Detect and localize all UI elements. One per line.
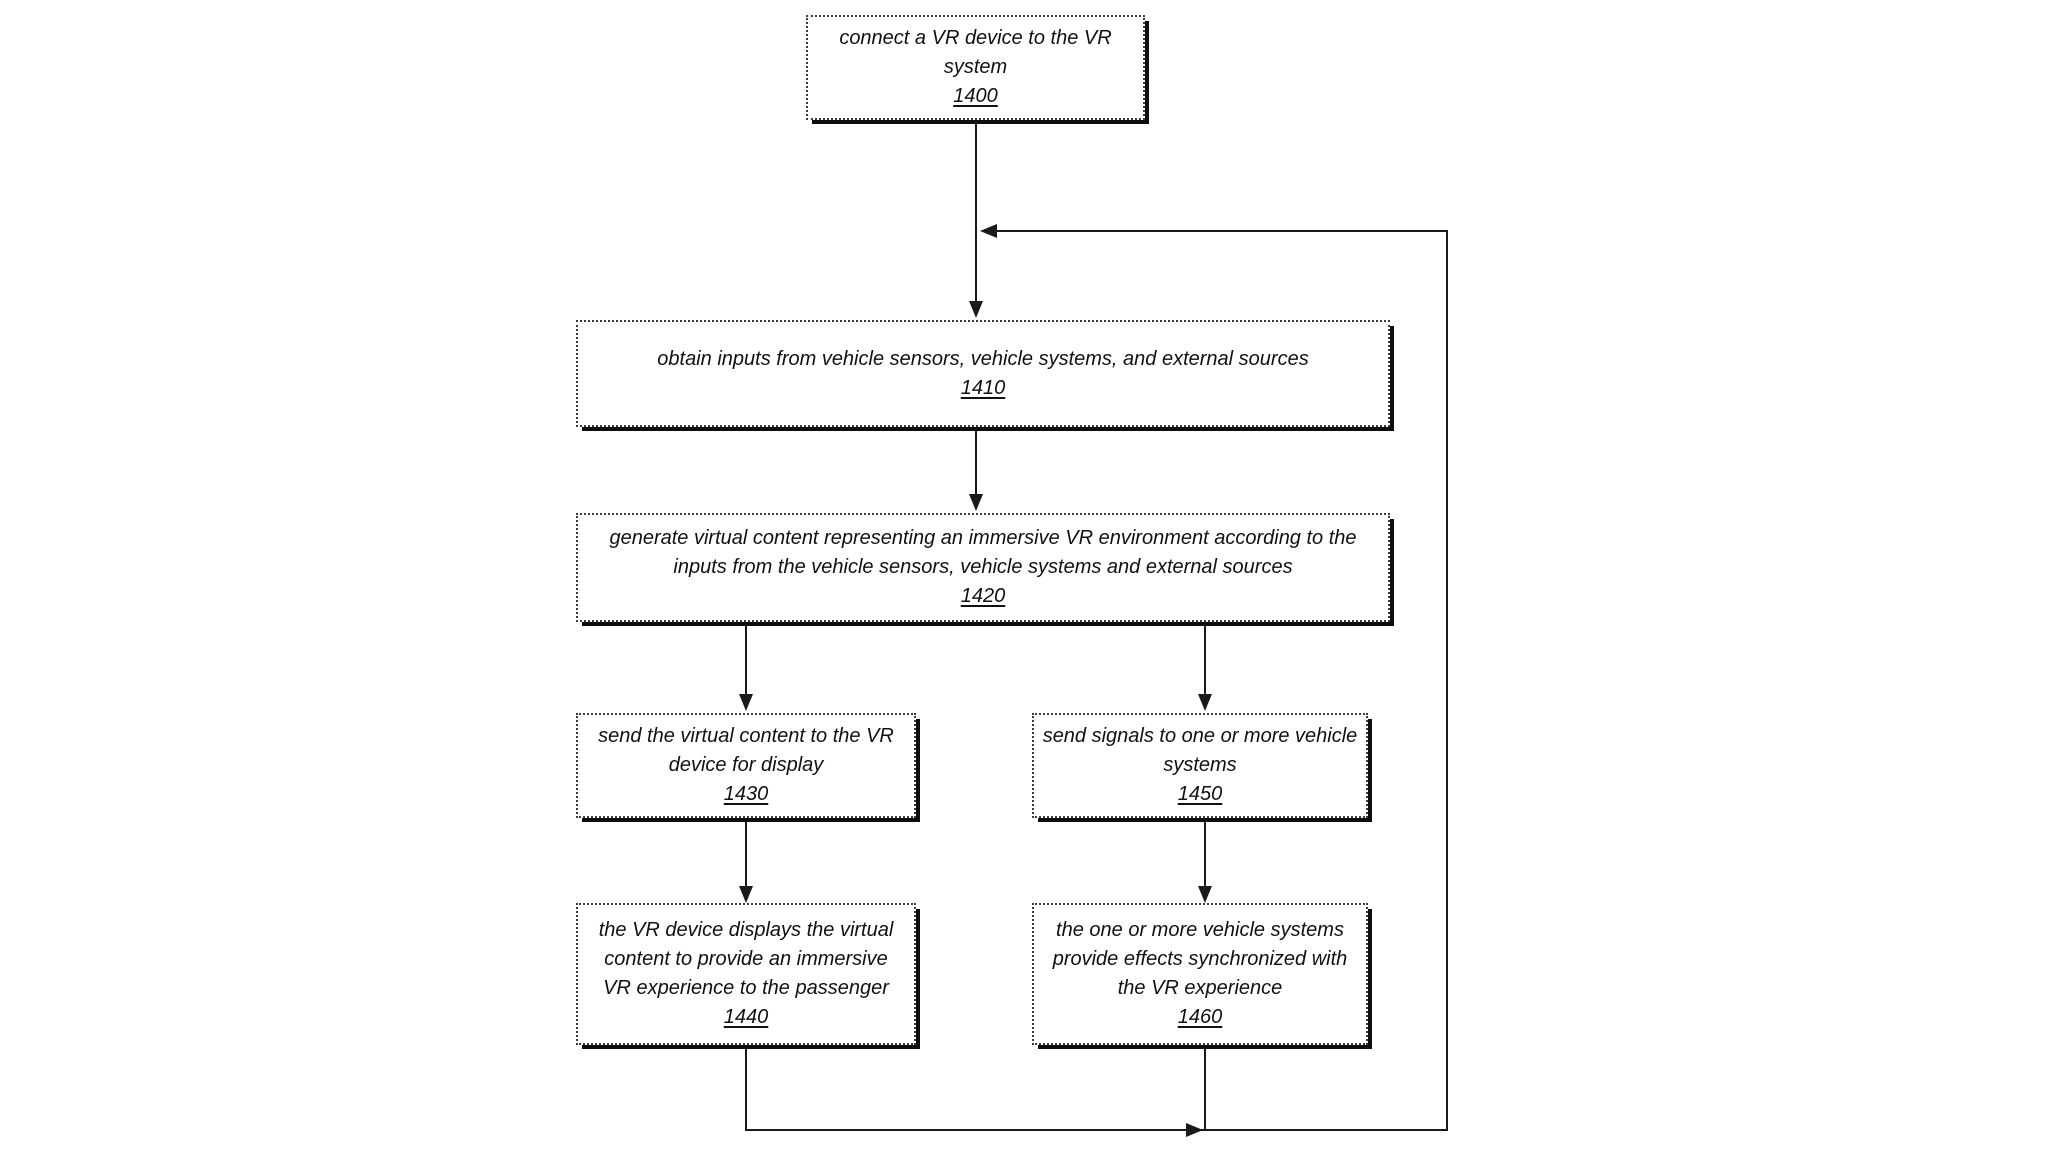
flow-box-1400-text: connect a VR device to the VR system [839, 27, 1112, 78]
flow-box-1410: obtain inputs from vehicle sensors, vehi… [576, 320, 1390, 427]
flow-box-1430-ref: 1430 [723, 783, 769, 805]
flow-box-1460: the one or more vehicle systems provide … [1032, 903, 1368, 1045]
arrowhead-feedback-right [1186, 1123, 1203, 1137]
arrowhead-into-1410 [969, 301, 983, 318]
flow-box-1440-ref: 1440 [723, 1006, 769, 1028]
flow-box-1460-ref: 1460 [1177, 1006, 1223, 1028]
flow-box-1420-text: generate virtual content representing an… [609, 527, 1357, 578]
flow-box-1410-text: obtain inputs from vehicle sensors, vehi… [657, 347, 1309, 370]
flow-box-1430: send the virtual content to the VR devic… [576, 713, 916, 818]
flow-box-1420-ref: 1420 [960, 585, 1006, 607]
arrowhead-into-1460 [1198, 886, 1212, 903]
flow-box-1430-text: send the virtual content to the VR devic… [598, 725, 894, 776]
flow-box-1450-text: send signals to one or more vehicle syst… [1042, 725, 1358, 776]
feedback-loop-line [745, 230, 1448, 1131]
arrowhead-into-1450 [1198, 694, 1212, 711]
flow-box-1440: the VR device displays the virtual conte… [576, 903, 916, 1045]
flow-box-1410-ref: 1410 [960, 376, 1006, 399]
flow-box-1400-ref: 1400 [953, 85, 998, 107]
arrowhead-feedback-left [980, 224, 997, 238]
flow-box-1420: generate virtual content representing an… [576, 513, 1390, 622]
arrowhead-into-1430 [739, 694, 753, 711]
flow-box-1450-ref: 1450 [1177, 783, 1223, 805]
flow-box-1400: connect a VR device to the VR system 140… [806, 15, 1145, 120]
flow-box-1440-text: the VR device displays the virtual conte… [598, 919, 894, 999]
arrowhead-into-1440 [739, 886, 753, 903]
flow-box-1450: send signals to one or more vehicle syst… [1032, 713, 1368, 818]
flow-box-1460-text: the one or more vehicle systems provide … [1052, 919, 1348, 999]
arrowhead-into-1420 [969, 494, 983, 511]
